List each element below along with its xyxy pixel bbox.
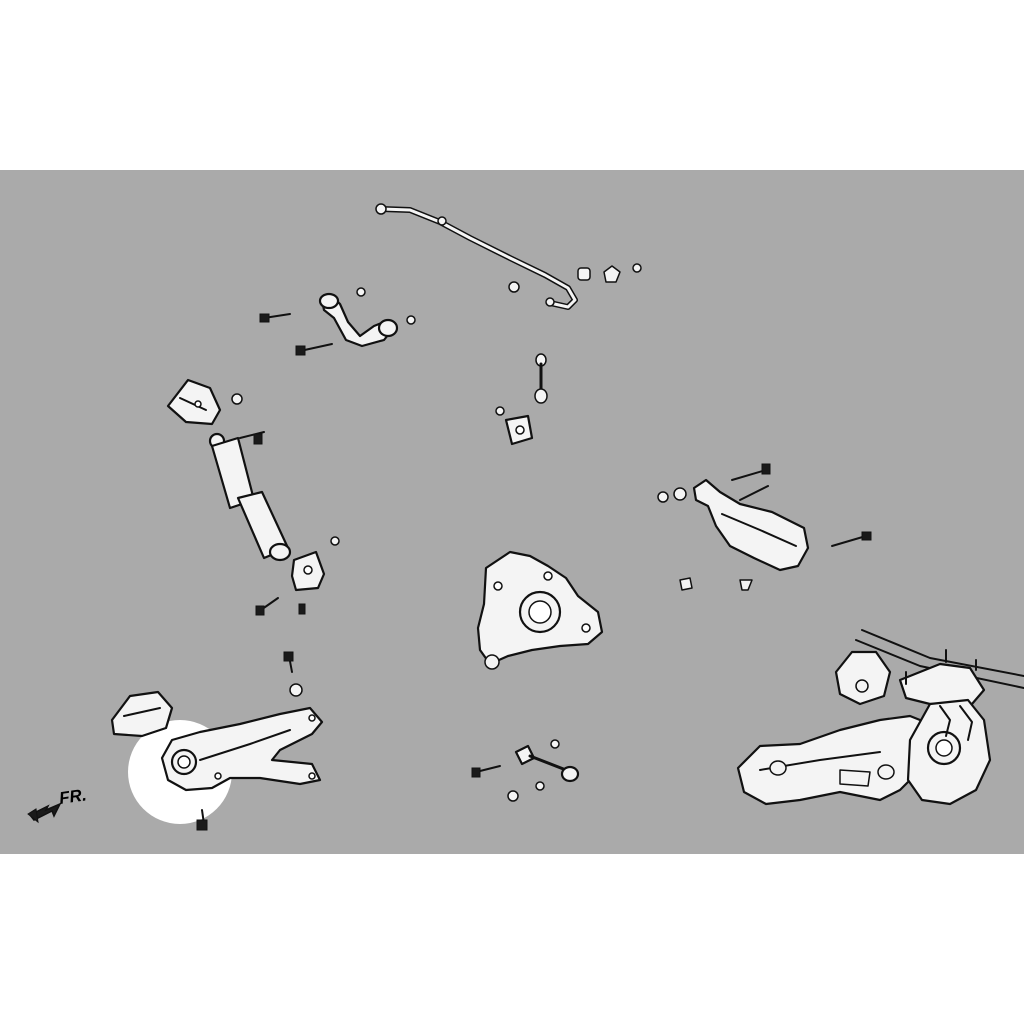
stabilizer-bushings — [508, 263, 642, 293]
lower-shock-bracket — [290, 536, 340, 592]
toe-control-link — [471, 739, 580, 802]
shock-absorber — [208, 431, 292, 562]
lower-control-arm — [160, 706, 324, 792]
lower-arm-bolt — [196, 809, 208, 831]
stabilizer-bar — [375, 203, 578, 310]
front-direction-indicator: FR. — [27, 785, 88, 824]
steering-knuckle — [476, 550, 604, 670]
rear-upper-arm — [657, 463, 872, 591]
direction-label: FR. — [58, 785, 88, 808]
lower-arm-cover — [110, 690, 174, 738]
upper-arm-bolts — [259, 313, 333, 356]
shock-mount-bracket — [166, 378, 243, 426]
stabilizer-link — [495, 353, 548, 446]
assembled-rear-suspension — [736, 629, 1024, 806]
lower-shock-bolts — [255, 597, 306, 697]
upper-control-arm — [318, 287, 416, 348]
